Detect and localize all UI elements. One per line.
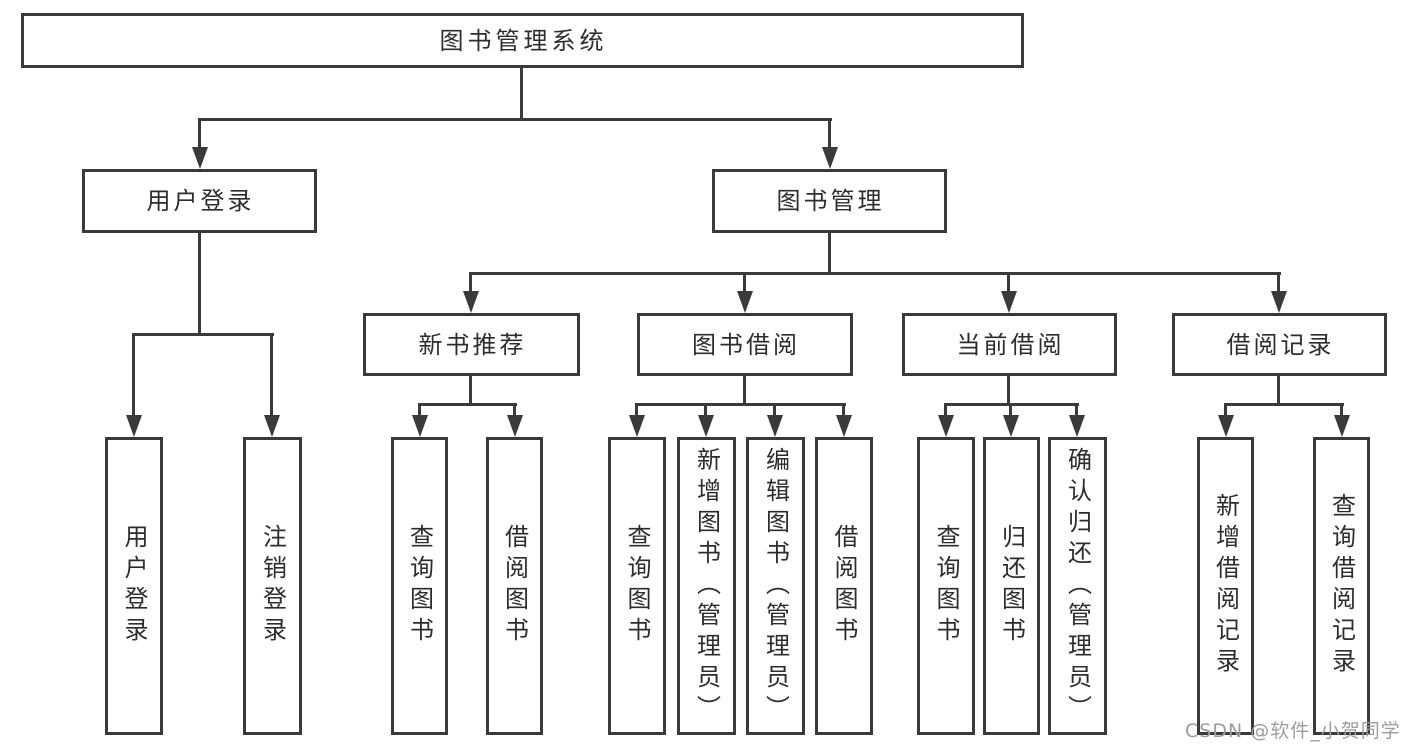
node-label: 图书借阅 [692, 330, 800, 359]
arrow-down-icon [1218, 415, 1234, 437]
connector-stem-leaf [704, 406, 707, 418]
arrow-down-icon [698, 415, 714, 437]
csdn-watermark: CSDN @软件_小贺同学 [1185, 720, 1401, 742]
node-label: 查询图书 [932, 524, 960, 648]
connector-current-borrow-split [944, 403, 1079, 406]
node-leaf-confirm-return-admin: 确认归还（管理员） [1048, 437, 1107, 735]
node-borrowing-records: 借阅记录 [1172, 313, 1387, 376]
connector-stem-leaf [1009, 406, 1012, 418]
connector-book-management-split [469, 272, 1281, 275]
connector-borrow-records-split [1224, 403, 1344, 406]
connector-root-split [198, 118, 832, 121]
node-leaf-add-borrow-record: 新增借阅记录 [1197, 437, 1254, 735]
arrow-down-icon [836, 415, 852, 437]
node-user-login: 用户登录 [82, 169, 317, 233]
node-label: 查询图书 [405, 524, 434, 648]
node-label: 当前借阅 [956, 330, 1065, 359]
connector-user-login-split [132, 333, 274, 336]
node-new-book-recommend: 新书推荐 [363, 313, 580, 376]
arrow-down-icon [629, 415, 645, 437]
connector-stem-leaf [270, 336, 273, 420]
connector-stem-leaf [418, 406, 421, 418]
node-label: 新增借阅记录 [1211, 493, 1240, 679]
connector-stem-leaf [132, 336, 135, 420]
connector-new-book-stem [469, 376, 472, 406]
arrow-down-icon [463, 291, 479, 313]
node-label: 借阅图书 [500, 524, 529, 648]
connector-user-login-stem [198, 233, 201, 336]
node-current-borrowing: 当前借阅 [902, 313, 1117, 376]
arrow-down-icon [938, 415, 954, 437]
arrow-down-icon [507, 415, 523, 437]
node-leaf-return-books: 归还图书 [983, 437, 1040, 735]
connector-stem-new-book [469, 275, 472, 295]
connector-stem-leaf [1075, 406, 1078, 418]
arrow-down-icon [1271, 291, 1287, 313]
connector-stem-leaf [1224, 406, 1227, 418]
arrow-down-icon [767, 415, 783, 437]
arrow-down-icon [1334, 415, 1350, 437]
arrow-down-icon [192, 147, 208, 169]
connector-stem-leaf [842, 406, 845, 418]
connector-current-borrow-stem [1007, 376, 1010, 406]
connector-stem-leaf [773, 406, 776, 418]
node-label: 新书推荐 [418, 330, 527, 359]
arrow-down-icon [737, 291, 753, 313]
node-label: 注销登录 [258, 524, 287, 648]
arrow-down-icon [412, 415, 428, 437]
node-label: 归还图书 [997, 524, 1026, 648]
node-leaf-query-books-current: 查询图书 [917, 437, 975, 735]
arrow-down-icon [126, 415, 142, 437]
connector-root-stem [520, 68, 523, 120]
node-label: 用户登录 [146, 187, 255, 215]
node-library-management-system: 图书管理系统 [21, 13, 1024, 68]
node-leaf-add-books-admin: 新增图书（管理员） [677, 437, 736, 735]
arrow-down-icon [1003, 415, 1019, 437]
connector-borrow-records-stem [1277, 376, 1280, 406]
arrow-down-icon [1069, 415, 1085, 437]
connector-book-borrow-split [635, 403, 846, 406]
node-label: 借阅图书 [830, 524, 858, 648]
node-book-borrowing: 图书借阅 [637, 313, 853, 376]
node-leaf-borrow-books: 借阅图书 [815, 437, 873, 735]
node-label: 图书管理系统 [439, 26, 608, 55]
node-leaf-query-borrow-record: 查询借阅记录 [1313, 437, 1370, 735]
connector-stem-user-login [198, 120, 201, 150]
node-label: 新增图书（管理员） [692, 446, 721, 726]
connector-book-borrow-stem [743, 376, 746, 406]
node-label: 借阅记录 [1226, 330, 1335, 359]
connector-stem-current-borrow [1007, 275, 1010, 295]
node-leaf-user-login: 用户登录 [105, 437, 163, 735]
connector-stem-book-management [828, 120, 831, 150]
node-label: 编辑图书（管理员） [761, 446, 790, 726]
connector-stem-borrow-records [1277, 275, 1280, 295]
node-label: 图书管理 [776, 187, 885, 215]
connector-stem-leaf [513, 406, 516, 418]
node-label: 用户登录 [120, 524, 148, 648]
connector-stem-leaf [944, 406, 947, 418]
arrow-down-icon [822, 147, 838, 169]
arrow-down-icon [1001, 291, 1017, 313]
node-label: 确认归还（管理员） [1063, 446, 1092, 726]
connector-new-book-split [418, 403, 517, 406]
arrow-down-icon [264, 415, 280, 437]
node-leaf-query-books-borrowing: 查询图书 [608, 437, 666, 735]
node-label: 查询图书 [623, 524, 651, 648]
connector-stem-leaf [1340, 406, 1343, 418]
node-leaf-logout: 注销登录 [243, 437, 302, 735]
node-leaf-borrow-books-recommend: 借阅图书 [486, 437, 543, 735]
node-leaf-query-books-recommend: 查询图书 [391, 437, 448, 735]
connector-book-management-stem [828, 233, 831, 275]
node-label: 查询借阅记录 [1327, 493, 1356, 679]
connector-stem-leaf [635, 406, 638, 418]
node-book-management: 图书管理 [712, 169, 947, 233]
connector-stem-book-borrow [743, 275, 746, 295]
node-leaf-edit-books-admin: 编辑图书（管理员） [746, 437, 805, 735]
